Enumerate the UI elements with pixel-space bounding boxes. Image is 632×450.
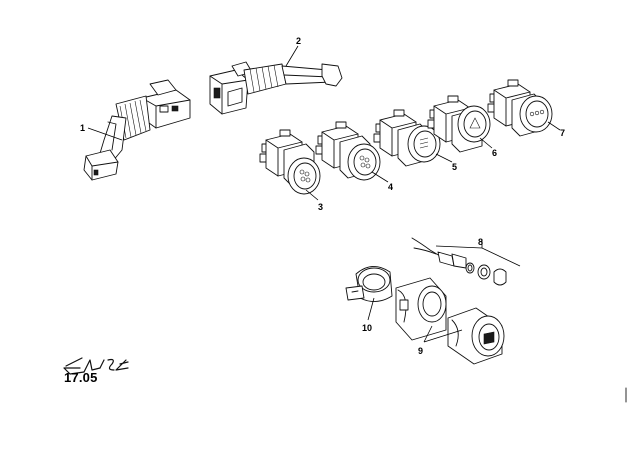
- elise-logo: [63, 357, 129, 375]
- part-1-indicator-stalk: [83, 79, 191, 181]
- part-6-rotary-switch: [427, 95, 491, 153]
- callout-1: 1: [80, 123, 85, 133]
- part-2-wiper-stalk: [209, 45, 343, 115]
- callout-8: 8: [478, 237, 483, 247]
- callout-4: 4: [388, 182, 393, 192]
- part-8-lead-and-bulb-kit: [411, 237, 521, 286]
- callout-9: 9: [418, 346, 423, 356]
- callout-3: 3: [318, 202, 323, 212]
- part-4-rotary-switch: [315, 121, 381, 181]
- callout-2: 2: [296, 36, 301, 46]
- page-code: 17.05: [64, 370, 98, 385]
- part-10-lighter-holder: [345, 266, 393, 321]
- callout-5: 5: [452, 162, 457, 172]
- callout-7: 7: [560, 128, 565, 138]
- callout-10: 10: [362, 323, 372, 333]
- part-3-rotary-switch: [259, 129, 321, 195]
- part-9-cigar-lighter: [395, 277, 505, 365]
- callout-6: 6: [492, 148, 497, 158]
- part-7-rotary-switch: [487, 79, 553, 137]
- part-5-rotary-switch: [373, 109, 441, 167]
